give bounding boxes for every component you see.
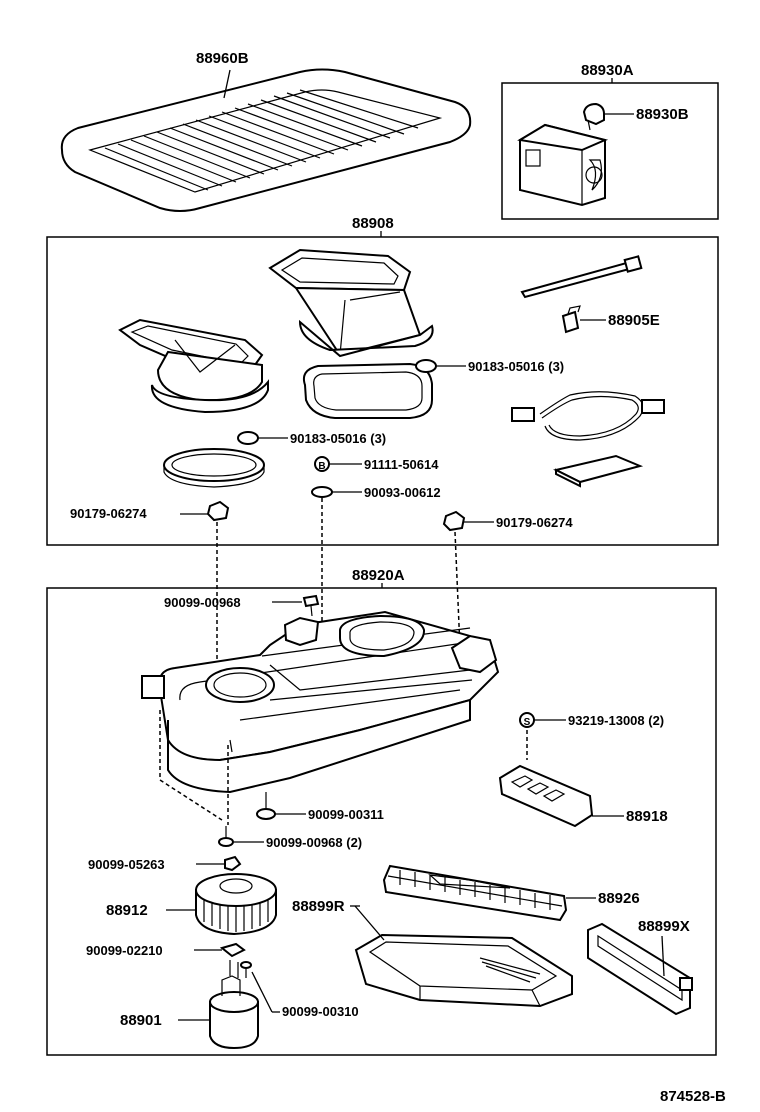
nut-90179-left xyxy=(206,500,230,522)
filter-cover-88899x xyxy=(587,922,693,1016)
switch-knob-88930b xyxy=(582,102,605,131)
label-88912: 88912 xyxy=(106,902,148,919)
resistor-88918 xyxy=(498,764,594,828)
label-88899r: 88899R xyxy=(292,898,345,915)
label-90099-00968-pair: 90099-00968 (2) xyxy=(266,835,362,850)
label-88899x: 88899X xyxy=(638,918,690,935)
duct-gasket-frame xyxy=(302,362,433,419)
filter-88926 xyxy=(382,864,568,922)
cable-tie xyxy=(520,255,643,299)
label-88926: 88926 xyxy=(598,890,640,907)
label-88930b: 88930B xyxy=(636,106,689,123)
round-seal xyxy=(163,448,265,488)
label-90099-00968: 90099-00968 xyxy=(164,595,241,610)
filter-case-88899r xyxy=(354,933,573,1008)
label-88905e: 88905E xyxy=(608,312,660,329)
wire-harness xyxy=(511,391,665,441)
label-88901: 88901 xyxy=(120,1012,162,1029)
label-88918: 88918 xyxy=(626,808,668,825)
foam-pad xyxy=(553,454,644,488)
label-93219: 93219-13008 (2) xyxy=(568,713,664,728)
screw-90099-00968-pair xyxy=(218,826,234,847)
label-90099-00311: 90099-00311 xyxy=(308,807,384,822)
washer-90099-02210 xyxy=(219,942,246,958)
marker-b: B xyxy=(318,461,325,472)
label-91111: 91111-50614 xyxy=(364,457,439,472)
blower-motor-88901 xyxy=(209,960,259,1050)
label-88920a: 88920A xyxy=(352,567,405,584)
label-90099-05263: 90099-05263 xyxy=(88,857,165,872)
washer-90093 xyxy=(311,486,333,498)
blower-switch xyxy=(517,123,609,207)
label-90093: 90093-00612 xyxy=(364,485,441,500)
label-90179-right: 90179-06274 xyxy=(496,515,573,530)
diagram-reference-number: 874528-B xyxy=(660,1088,726,1105)
switch-kit-frame xyxy=(501,82,719,220)
duct-kit-frame xyxy=(46,236,719,546)
screw-90099-00311 xyxy=(256,792,276,820)
clip-nut-90183-upper xyxy=(415,359,437,373)
blower-housing xyxy=(141,610,500,794)
label-90099-00310: 90099-00310 xyxy=(282,1004,359,1019)
label-88908: 88908 xyxy=(352,215,394,232)
blower-fan-88912 xyxy=(195,873,277,936)
label-90179-left: 90179-06274 xyxy=(70,506,147,521)
screw-90099-00968 xyxy=(302,594,320,617)
filter-panel-88960b xyxy=(60,68,472,212)
clip-88905e xyxy=(561,305,581,334)
left-duct xyxy=(118,318,269,414)
label-88960b: 88960B xyxy=(196,50,249,67)
label-90099-02210: 90099-02210 xyxy=(86,943,163,958)
screw-90099-00310 xyxy=(240,961,252,978)
marker-s: S xyxy=(524,717,531,728)
label-90183-lower: 90183-05016 (3) xyxy=(290,431,386,446)
nut-90099-05263 xyxy=(224,855,242,872)
clip-nut-90183-lower xyxy=(237,431,259,445)
label-90183-upper: 90183-05016 (3) xyxy=(468,359,564,374)
nut-90179-right xyxy=(442,510,466,532)
center-duct xyxy=(268,248,434,358)
label-88930a: 88930A xyxy=(581,62,634,79)
